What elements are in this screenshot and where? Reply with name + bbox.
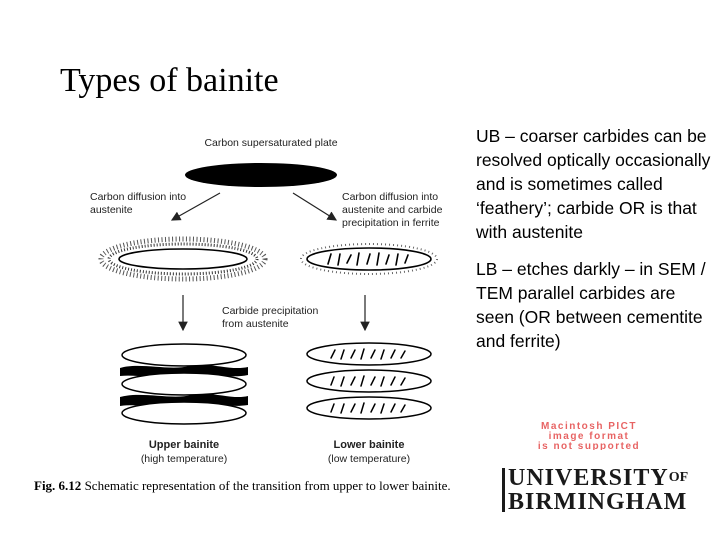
upper-bainite-stack	[120, 344, 248, 424]
lower-bainite-label: Lower bainite	[334, 439, 405, 451]
bullet-lower-bainite: LB – etches darkly – in SEM / TEM parall…	[476, 257, 712, 353]
plate-with-internal-carbides	[301, 244, 437, 274]
bainite-schematic-diagram: Carbon supersaturated plate Carbon diffu…	[80, 125, 460, 475]
upper-bainite-label: Upper bainite	[149, 439, 219, 451]
mid-label-line-2: from austenite	[222, 318, 289, 330]
figure-number: Fig. 6.12	[34, 478, 81, 493]
bullet-upper-bainite: UB – coarser carbides can be resolved op…	[476, 124, 712, 244]
pict-notice-line-3: is not supported	[538, 441, 640, 450]
upper-bainite-sublabel: (high temperature)	[141, 453, 227, 465]
logo-bar	[502, 468, 505, 512]
top-label: Carbon supersaturated plate	[204, 137, 337, 149]
logo-of: OF	[669, 470, 688, 485]
left-label-line-1: Carbon diffusion into	[90, 191, 186, 203]
lower-bainite-stack	[307, 343, 431, 419]
logo-birmingham: BIRMINGHAM	[508, 490, 688, 514]
supersaturated-plate	[185, 163, 337, 187]
right-label-line-2: austenite and carbide	[342, 204, 443, 216]
right-label-line-3: precipitation in ferrite	[342, 217, 440, 229]
logo-university: UNIVERSITY	[508, 465, 669, 491]
lower-bainite-sublabel: (low temperature)	[328, 453, 410, 465]
figure-caption-text: Schematic representation of the transiti…	[81, 478, 450, 493]
slide-title: Types of bainite	[60, 62, 279, 100]
figure-caption: Fig. 6.12 Schematic representation of th…	[34, 478, 504, 494]
plate-with-carbon-halo	[101, 239, 265, 279]
right-label-line-1: Carbon diffusion into	[342, 191, 438, 203]
unsupported-image-placeholder: Macintosh PICT image format is not suppo…	[462, 420, 717, 450]
university-logo: UNIVERSITYOF BIRMINGHAM	[508, 466, 688, 514]
left-label-line-2: austenite	[90, 204, 133, 216]
bullet-list: UB – coarser carbides can be resolved op…	[476, 124, 712, 366]
arrow-right	[293, 193, 336, 220]
mid-label-line-1: Carbide precipitation	[222, 305, 318, 317]
